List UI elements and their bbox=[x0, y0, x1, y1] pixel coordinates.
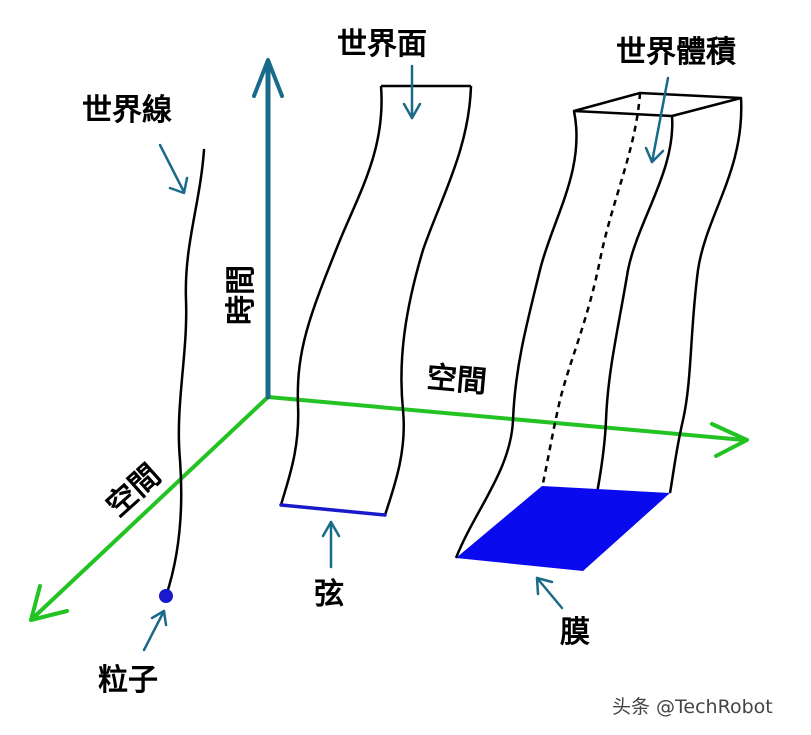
particle-dot bbox=[159, 589, 173, 603]
watermark: 头条 @TechRobot bbox=[612, 696, 773, 718]
world-line bbox=[164, 148, 206, 598]
space-axis-left bbox=[29, 395, 270, 622]
label-time-axis: 時間 bbox=[224, 265, 259, 325]
label-space-axis-right: 空間 bbox=[425, 360, 488, 400]
axis-arrowhead-icon bbox=[29, 584, 69, 622]
space-axis-right bbox=[266, 395, 749, 458]
label-particle: 粒子 bbox=[98, 663, 158, 698]
axis-arrowhead-icon bbox=[252, 58, 284, 98]
arrow-pointer-icon bbox=[321, 520, 341, 569]
label-world-line: 世界線 bbox=[82, 93, 172, 128]
axis-arrowhead-icon bbox=[710, 422, 749, 458]
time-axis bbox=[252, 58, 284, 400]
label-membrane: 膜 bbox=[560, 615, 590, 650]
label-space-axis-left: 空間 bbox=[100, 458, 168, 524]
label-world-volume: 世界體積 bbox=[616, 35, 736, 70]
label-string: 弦 bbox=[314, 577, 344, 612]
string-segment bbox=[279, 503, 387, 517]
label-world-sheet: 世界面 bbox=[337, 27, 427, 62]
world-sheet bbox=[279, 84, 473, 517]
world-volume bbox=[454, 91, 743, 571]
arrow-pointer-icon bbox=[535, 576, 564, 610]
arrow-pointer-icon bbox=[402, 64, 422, 120]
membrane-face bbox=[456, 486, 670, 571]
arrow-pointer-icon bbox=[158, 143, 189, 195]
arrow-pointer-icon bbox=[644, 76, 670, 164]
arrow-pointer-icon bbox=[142, 609, 168, 652]
